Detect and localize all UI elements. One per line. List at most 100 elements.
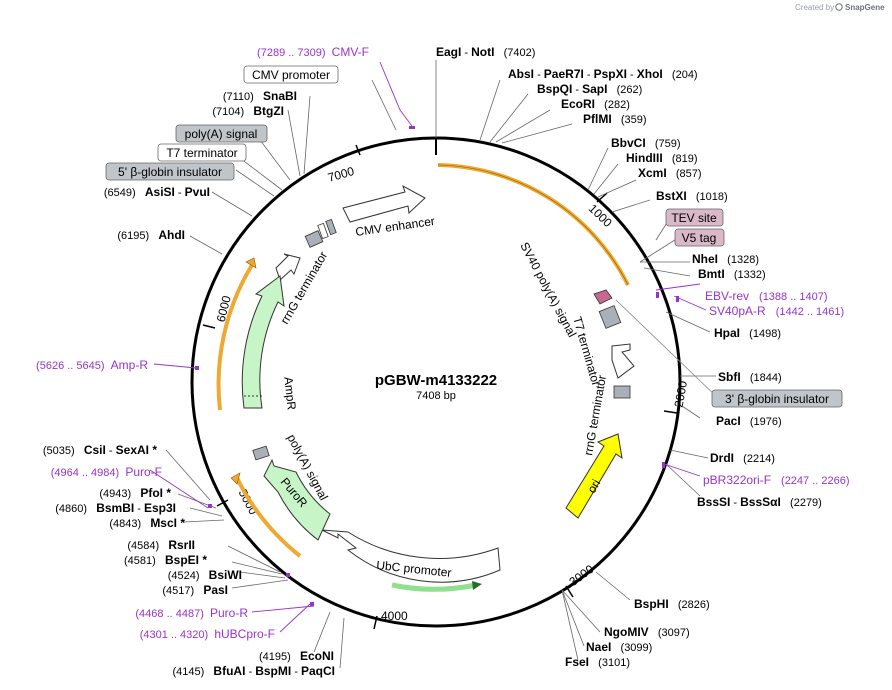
enzyme-name: PflMI (583, 112, 612, 126)
enzyme-name: PfoI * (140, 486, 171, 500)
site-label: (4943) PfoI * (99, 486, 171, 500)
enzyme-position: - (534, 69, 544, 81)
badge-5-globin-insulator: 5' β-globin insulator (105, 162, 235, 181)
enzyme-name: NgoMIV (604, 625, 649, 639)
enzyme-name: BsmBI (96, 501, 134, 515)
enzyme-position: (1018) (687, 191, 728, 203)
enzyme-name: SnaBI (263, 89, 297, 103)
site-label: PflMI (359) (583, 112, 647, 126)
enzyme-name: PasI (203, 583, 228, 597)
enzyme-position: - (572, 84, 582, 96)
site-label: (4517) PasI (162, 583, 228, 597)
site-label: BspQI - SapI (262) (537, 82, 642, 96)
enzyme-position: (4584) (127, 540, 168, 552)
tick-mark-5000 (216, 499, 229, 507)
enzyme-name: BstXI (656, 189, 687, 203)
enzyme-position: (819) (663, 153, 698, 165)
primer-label: SV40pA-R (1442 .. 1461) (709, 304, 844, 318)
enzyme-name: AsiSI (145, 185, 175, 199)
ori-arrow (565, 433, 623, 519)
primer-label: (4964 .. 4984) Puro-F (51, 465, 162, 479)
enzyme-position: (6549) (104, 187, 145, 199)
primer-name: Amp-R (111, 358, 149, 372)
primer-name: pBR322ori-F (703, 473, 781, 487)
primer-name: SV40pA-R (709, 304, 776, 318)
enzyme-name: BfuAI (213, 664, 245, 678)
enzyme-position: (4843) (109, 518, 150, 530)
site-label: HpaI (1498) (714, 326, 781, 340)
primer-label: (7289 .. 7309) CMV-F (257, 45, 369, 59)
feature-label-sv40-polya: SV40 poly(A) signal (517, 240, 579, 340)
enzyme-name: HpaI (714, 326, 740, 340)
rrng-terminator-left-arrow (275, 253, 301, 281)
site-label: (4584) RsrII (127, 538, 195, 552)
enzyme-name: XcmI (638, 166, 667, 180)
enzyme-position: (7110) (223, 91, 263, 103)
tick-label-1000: 1000 (586, 201, 615, 230)
enzyme-position: - (584, 69, 594, 81)
enzyme-position: - (730, 497, 740, 509)
plasmid-size: 7408 bp (416, 390, 456, 402)
enzyme-name: BbvCI (611, 136, 646, 150)
feature-label-ori: ori (584, 477, 603, 496)
tick-mark-7000 (355, 144, 361, 156)
tick-mark-4000 (373, 615, 378, 630)
enzyme-name: MscI * (150, 516, 185, 530)
enzyme-position: (1332) (725, 269, 766, 281)
primer-range: (1442 .. 1461) (776, 306, 845, 318)
primer-range: (7289 .. 7309) (257, 47, 332, 59)
enzyme-name: BsiWI (209, 568, 242, 582)
primer-markers (195, 126, 679, 606)
svg-text:5' β-globin insulator: 5' β-globin insulator (118, 165, 222, 179)
enzyme-position: (262) (607, 84, 642, 96)
badge-v5-tag: V5 tag (674, 228, 725, 247)
enzyme-position: (4943) (99, 488, 140, 500)
enzyme-position: (1328) (718, 254, 759, 266)
site-label: XcmI (857) (638, 166, 702, 180)
tick-mark-2000 (663, 410, 678, 414)
enzyme-name: AbsI (508, 67, 534, 81)
sv40-polya-marker (593, 289, 613, 305)
primer-name: Puro-F (125, 465, 162, 479)
enzyme-labels: EagI - NotI (7402) AbsI - PaeR7I - PspXI… (43, 45, 822, 678)
site-label: HindIII (819) (626, 151, 698, 165)
enzyme-name: BspEI * (165, 553, 207, 567)
enzyme-name: BtgZI (253, 104, 284, 118)
green-segment-ubc-head (472, 581, 482, 590)
badge-polya-signal: poly(A) signal (175, 124, 268, 143)
enzyme-name: PaeR7I (544, 67, 584, 81)
badge-3-globin-insulator: 3' β-globin insulator (711, 389, 843, 408)
enzyme-position: (359) (612, 114, 647, 126)
enzyme-position: (857) (667, 168, 702, 180)
tick-label-7000: 7000 (326, 164, 356, 185)
enzyme-name: EcoRI (561, 97, 595, 111)
primer-range: (4964 .. 4984) (51, 467, 126, 479)
enzyme-name: NheI (692, 252, 718, 266)
enzyme-position: (3097) (649, 627, 690, 639)
enzyme-position: (1844) (741, 372, 782, 384)
site-label: BspHI (2826) (634, 597, 710, 611)
enzyme-position: (4195) (259, 651, 300, 663)
primer-labels: EBV-rev (1388 .. 1407) SV40pA-R (1442 ..… (36, 45, 849, 641)
enzyme-position: - (134, 503, 144, 515)
primer-name: CMV-F (332, 45, 369, 59)
enzyme-position: (4145) (172, 666, 213, 678)
enzyme-position: (2279) (781, 497, 822, 509)
orange-segment-left-head (245, 257, 257, 269)
enzyme-position: (6195) (117, 230, 158, 242)
site-label: BbvCI (759) (611, 136, 681, 150)
plasmid-name: pGBW-m4133222 (375, 372, 497, 389)
enzyme-position: - (245, 666, 255, 678)
primer-name: EBV-rev (705, 289, 759, 303)
primer-range: (1388 .. 1407) (759, 291, 828, 303)
primer-label: (4468 .. 4487) Puro-R (135, 606, 248, 620)
primer-range: (2247 .. 2266) (781, 475, 850, 487)
tick-label-3000: 3000 (567, 562, 597, 589)
enzyme-position: (7402) (494, 47, 535, 59)
site-label: (4843) MscI * (109, 516, 185, 530)
credit-prefix: Created by (795, 3, 834, 12)
enzyme-name: CsiI (84, 443, 106, 457)
enzyme-position: (3099) (611, 642, 652, 654)
svg-text:TEV site: TEV site (671, 211, 717, 225)
